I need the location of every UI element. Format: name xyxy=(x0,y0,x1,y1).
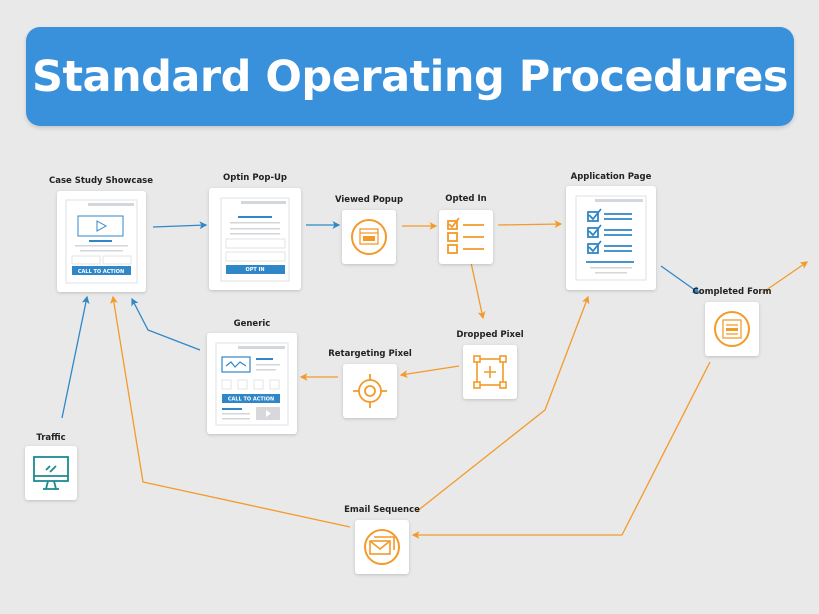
node-email-sequence[interactable]: Email Sequence xyxy=(344,505,420,574)
node-label: Completed Form xyxy=(693,287,772,297)
node-label: Optin Pop-Up xyxy=(223,173,287,183)
arrow-generic-to-case xyxy=(131,297,201,351)
node-optin-popup[interactable]: Optin Pop-Up OPT IN xyxy=(209,173,301,290)
arrow-email-to-application xyxy=(415,295,590,513)
node-label: Generic xyxy=(234,319,271,329)
arrow-completed-to-email xyxy=(411,361,711,539)
arrow-application-to-completed xyxy=(660,265,701,294)
arrow-traffic-to-case xyxy=(61,295,90,419)
node-label: Retargeting Pixel xyxy=(328,349,412,359)
arrow-dropped-to-retargeting xyxy=(399,365,460,378)
node-application-page[interactable]: Application Page xyxy=(566,172,656,290)
checklist-icon xyxy=(447,217,484,254)
arrow-case-to-optin xyxy=(152,221,208,230)
pixel-icon xyxy=(473,355,507,389)
cta-button-label: CALL TO ACTION xyxy=(228,397,274,403)
arrow-opted-to-application xyxy=(497,220,563,229)
node-completed-form[interactable]: Completed Form xyxy=(693,287,772,356)
node-traffic[interactable]: Traffic xyxy=(25,433,77,500)
arrow-email-to-case xyxy=(110,295,351,528)
node-label: Viewed Popup xyxy=(335,195,403,205)
node-label: Dropped Pixel xyxy=(456,330,523,340)
node-label: Traffic xyxy=(36,433,65,443)
node-dropped-pixel[interactable]: Dropped Pixel xyxy=(456,330,524,399)
title-banner: Standard Operating Procedures xyxy=(26,27,794,126)
arrow-completed-out xyxy=(761,261,809,294)
email-icon xyxy=(364,529,400,565)
node-label: Email Sequence xyxy=(344,505,420,515)
node-label: Application Page xyxy=(571,172,652,182)
arrow-opted-to-dropped xyxy=(469,257,486,320)
generic-page-icon xyxy=(215,342,289,426)
page-title: Standard Operating Procedures xyxy=(31,51,789,102)
cta-button-label: CALL TO ACTION xyxy=(78,269,124,275)
landing-page-video-icon xyxy=(65,199,138,284)
optin-button-label: OPT IN xyxy=(245,267,264,273)
application-checklist-icon xyxy=(575,195,647,281)
node-viewed-popup[interactable]: Viewed Popup xyxy=(335,195,403,264)
node-opted-in[interactable]: Opted In xyxy=(439,194,493,264)
node-label: Case Study Showcase xyxy=(49,176,153,186)
optin-form-icon xyxy=(220,197,290,282)
connectors xyxy=(61,220,809,539)
monitor-icon xyxy=(33,456,69,490)
node-generic[interactable]: Generic CALL TO ACTION xyxy=(207,319,297,434)
node-label: Opted In xyxy=(445,194,486,204)
popup-window-icon xyxy=(351,219,387,255)
target-icon xyxy=(353,374,387,408)
node-retargeting-pixel[interactable]: Retargeting Pixel xyxy=(328,349,412,418)
form-icon xyxy=(714,311,750,347)
node-case-study-showcase[interactable]: Case Study Showcase CALL TO ACTION xyxy=(49,176,153,292)
